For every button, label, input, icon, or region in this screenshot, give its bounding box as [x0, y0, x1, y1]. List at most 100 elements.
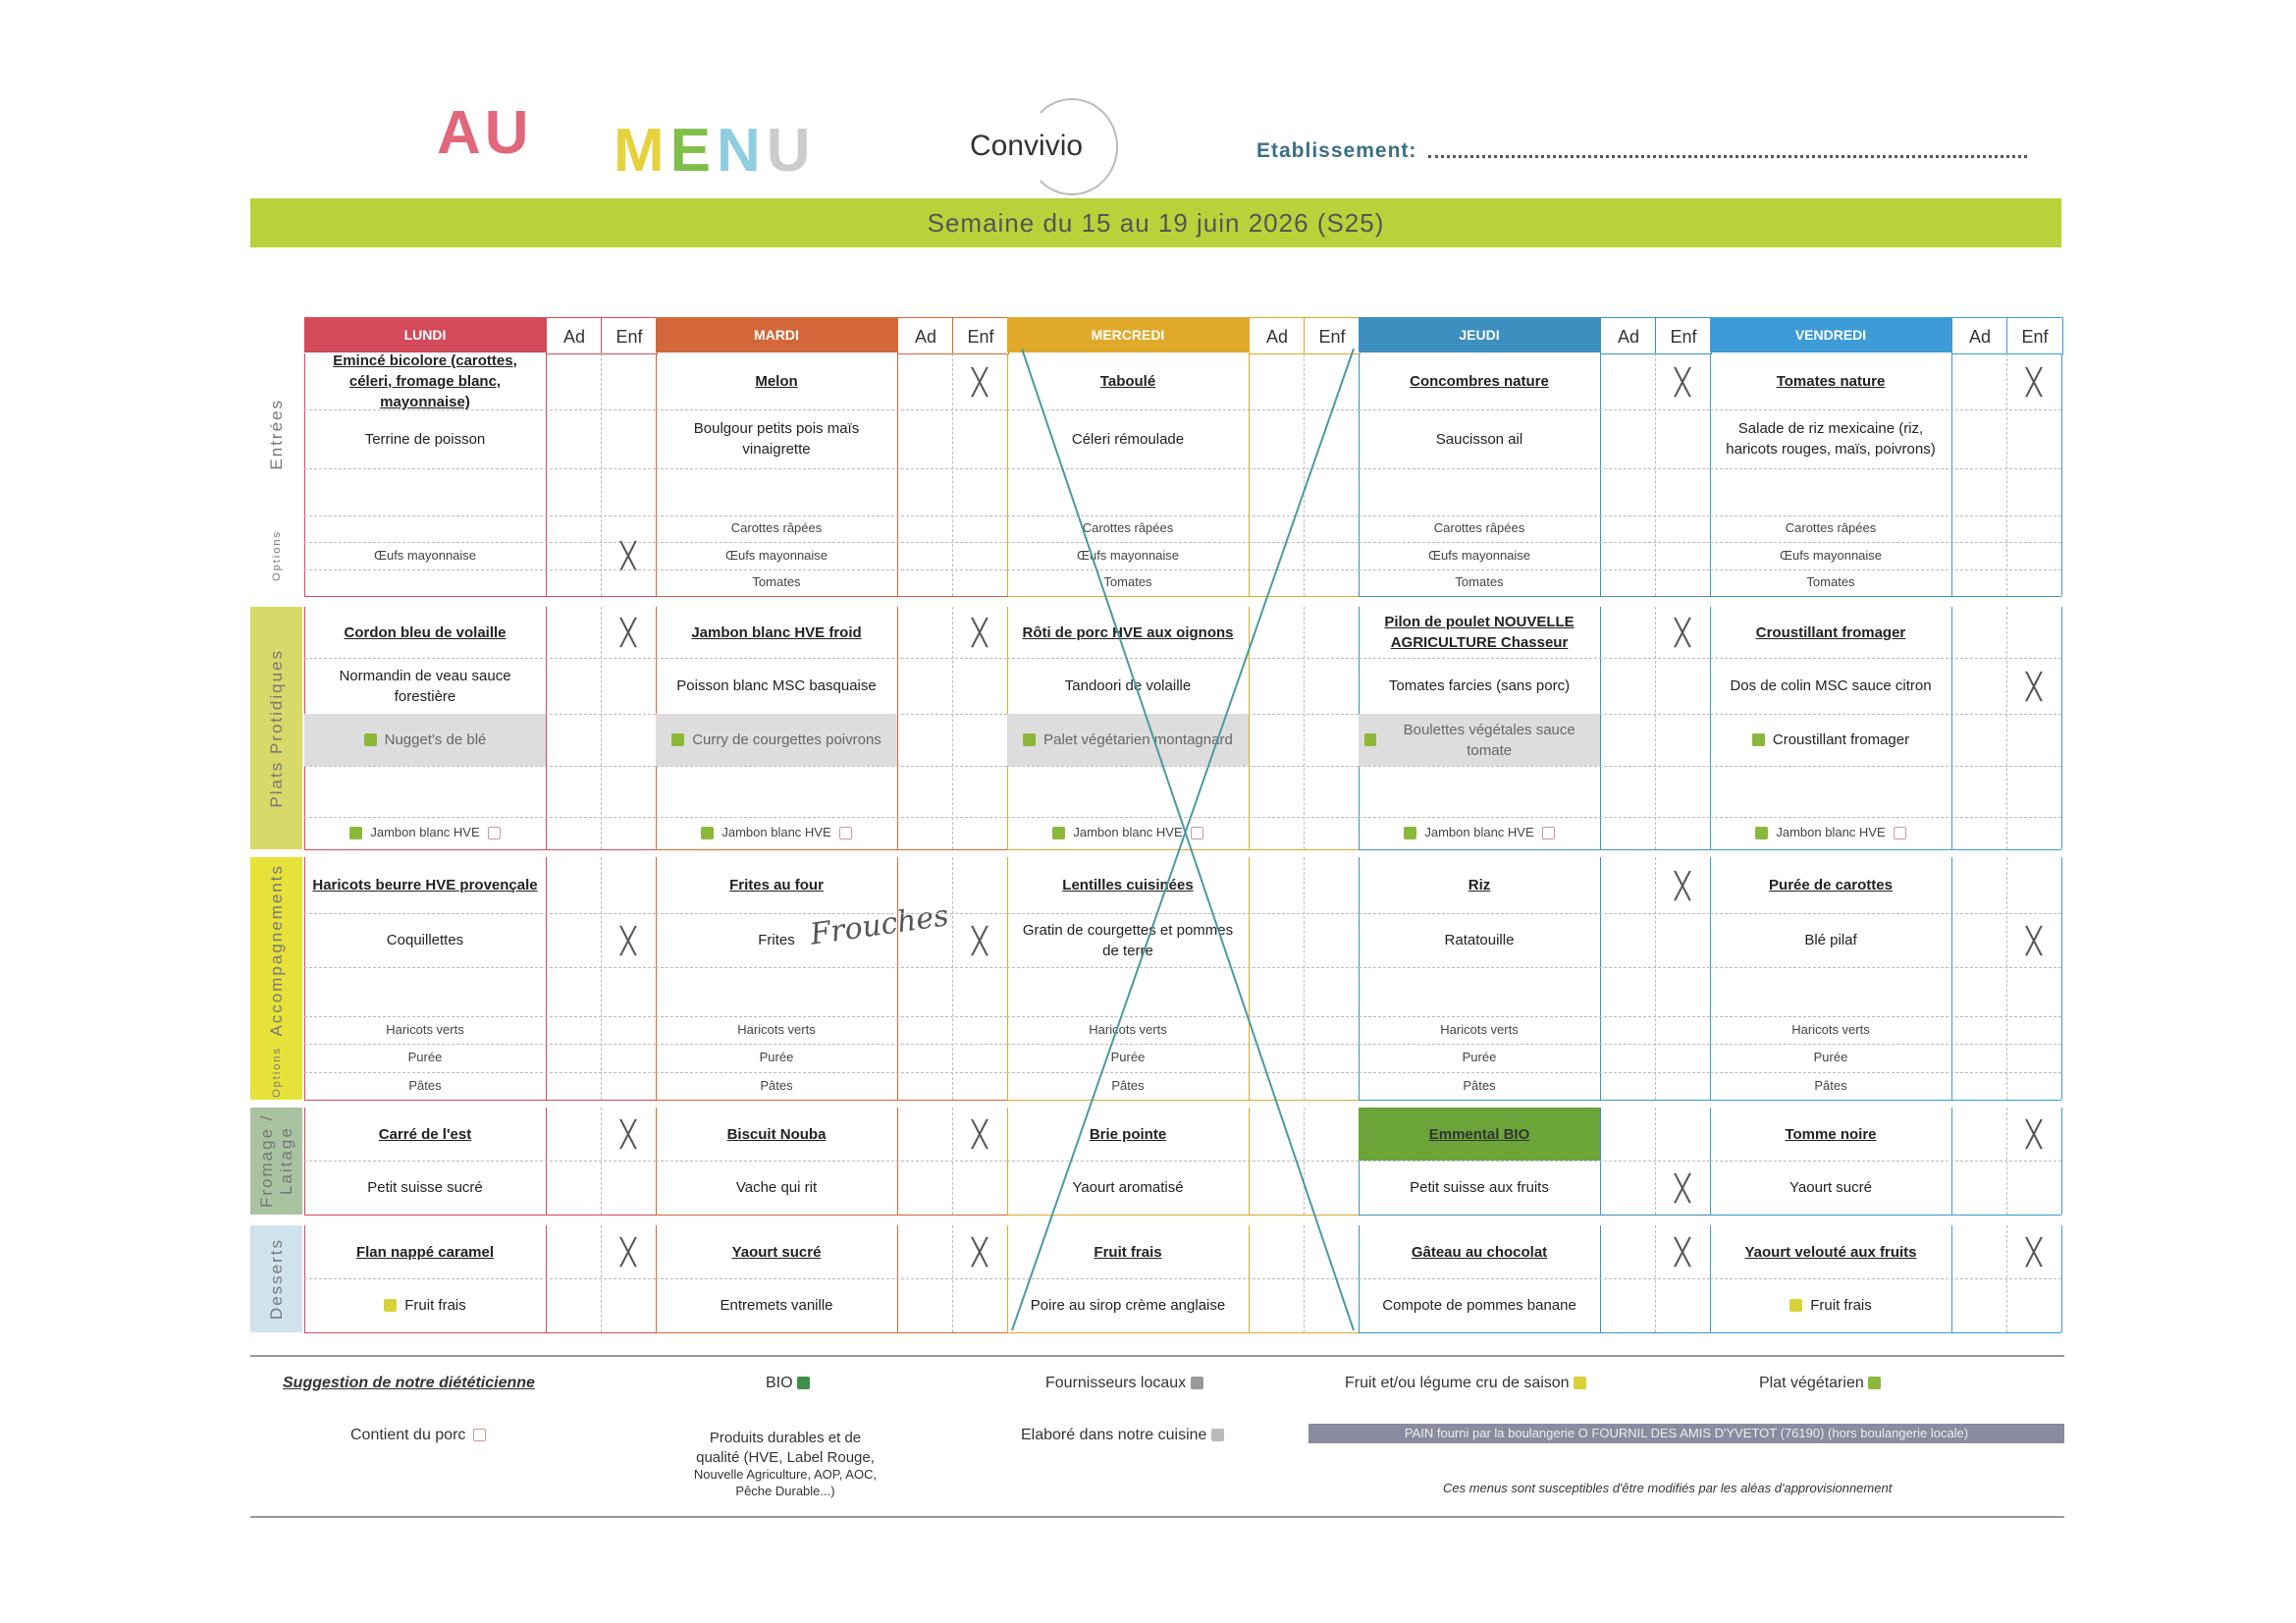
enf-checkbox-cell[interactable] — [2006, 607, 2061, 658]
enf-checkbox-cell[interactable] — [601, 967, 656, 1016]
ad-checkbox-cell[interactable] — [1249, 1278, 1304, 1332]
enf-checkbox-cell[interactable] — [952, 1072, 1007, 1100]
enf-checkbox-cell[interactable] — [2006, 1016, 2061, 1044]
enf-checkbox-cell[interactable] — [952, 1161, 1007, 1215]
ad-checkbox-cell[interactable] — [1249, 817, 1304, 849]
enf-checkbox-cell[interactable] — [2006, 515, 2061, 542]
enf-checkbox-cell[interactable]: ╳ — [601, 1225, 656, 1278]
ad-checkbox-cell[interactable] — [1951, 569, 2006, 596]
enf-checkbox-cell[interactable]: ╳ — [1655, 1225, 1710, 1278]
ad-checkbox-cell[interactable] — [897, 857, 952, 913]
ad-checkbox-cell[interactable] — [1600, 1225, 1655, 1278]
enf-checkbox-cell[interactable] — [601, 714, 656, 766]
ad-checkbox-cell[interactable] — [546, 857, 601, 913]
ad-checkbox-cell[interactable] — [546, 515, 601, 542]
ad-checkbox-cell[interactable] — [897, 817, 952, 849]
enf-checkbox-cell[interactable]: ╳ — [1655, 353, 1710, 409]
ad-checkbox-cell[interactable] — [1249, 1072, 1304, 1100]
enf-checkbox-cell[interactable] — [1304, 658, 1359, 714]
ad-checkbox-cell[interactable] — [1249, 353, 1304, 409]
ad-checkbox-cell[interactable] — [1600, 1044, 1655, 1072]
enf-checkbox-cell[interactable] — [601, 1278, 656, 1332]
enf-checkbox-cell[interactable] — [601, 817, 656, 849]
enf-checkbox-cell[interactable] — [1304, 468, 1359, 515]
ad-checkbox-cell[interactable] — [546, 607, 601, 658]
ad-checkbox-cell[interactable] — [1951, 468, 2006, 515]
ad-checkbox-cell[interactable] — [546, 1108, 601, 1161]
enf-checkbox-cell[interactable] — [952, 468, 1007, 515]
enf-checkbox-cell[interactable] — [1655, 1072, 1710, 1100]
ad-checkbox-cell[interactable] — [1951, 607, 2006, 658]
ad-checkbox-cell[interactable] — [1600, 658, 1655, 714]
ad-checkbox-cell[interactable] — [546, 1225, 601, 1278]
ad-checkbox-cell[interactable] — [1600, 353, 1655, 409]
ad-checkbox-cell[interactable] — [897, 658, 952, 714]
ad-checkbox-cell[interactable] — [897, 542, 952, 569]
enf-checkbox-cell[interactable] — [952, 1016, 1007, 1044]
ad-checkbox-cell[interactable] — [1249, 1016, 1304, 1044]
enf-checkbox-cell[interactable] — [1304, 607, 1359, 658]
enf-checkbox-cell[interactable] — [601, 1016, 656, 1044]
ad-checkbox-cell[interactable] — [546, 714, 601, 766]
ad-checkbox-cell[interactable] — [1951, 409, 2006, 468]
enf-checkbox-cell[interactable] — [601, 1044, 656, 1072]
enf-checkbox-cell[interactable] — [2006, 1278, 2061, 1332]
enf-checkbox-cell[interactable] — [952, 1278, 1007, 1332]
enf-checkbox-cell[interactable] — [601, 353, 656, 409]
ad-checkbox-cell[interactable] — [546, 817, 601, 849]
ad-checkbox-cell[interactable] — [546, 766, 601, 817]
enf-checkbox-cell[interactable] — [1304, 1016, 1359, 1044]
ad-checkbox-cell[interactable] — [1951, 658, 2006, 714]
ad-checkbox-cell[interactable] — [1249, 1225, 1304, 1278]
ad-checkbox-cell[interactable] — [1249, 569, 1304, 596]
enf-checkbox-cell[interactable]: ╳ — [952, 353, 1007, 409]
ad-checkbox-cell[interactable] — [546, 409, 601, 468]
enf-checkbox-cell[interactable]: ╳ — [601, 913, 656, 967]
enf-checkbox-cell[interactable]: ╳ — [952, 1225, 1007, 1278]
enf-checkbox-cell[interactable] — [601, 857, 656, 913]
enf-checkbox-cell[interactable]: ╳ — [1655, 607, 1710, 658]
enf-checkbox-cell[interactable] — [1304, 569, 1359, 596]
ad-checkbox-cell[interactable] — [897, 409, 952, 468]
ad-checkbox-cell[interactable] — [1600, 1161, 1655, 1215]
ad-checkbox-cell[interactable] — [1600, 607, 1655, 658]
enf-checkbox-cell[interactable] — [601, 766, 656, 817]
enf-checkbox-cell[interactable]: ╳ — [601, 1108, 656, 1161]
enf-checkbox-cell[interactable] — [2006, 817, 2061, 849]
enf-checkbox-cell[interactable] — [2006, 857, 2061, 913]
ad-checkbox-cell[interactable] — [1951, 913, 2006, 967]
ad-checkbox-cell[interactable] — [1951, 766, 2006, 817]
enf-checkbox-cell[interactable]: ╳ — [952, 1108, 1007, 1161]
enf-checkbox-cell[interactable] — [1304, 1108, 1359, 1161]
enf-checkbox-cell[interactable] — [2006, 714, 2061, 766]
enf-checkbox-cell[interactable] — [1655, 468, 1710, 515]
ad-checkbox-cell[interactable] — [1600, 1016, 1655, 1044]
enf-checkbox-cell[interactable] — [601, 658, 656, 714]
enf-checkbox-cell[interactable]: ╳ — [1655, 857, 1710, 913]
enf-checkbox-cell[interactable] — [952, 766, 1007, 817]
ad-checkbox-cell[interactable] — [1249, 607, 1304, 658]
enf-checkbox-cell[interactable] — [601, 409, 656, 468]
enf-checkbox-cell[interactable] — [952, 857, 1007, 913]
ad-checkbox-cell[interactable] — [897, 1072, 952, 1100]
ad-checkbox-cell[interactable] — [897, 766, 952, 817]
enf-checkbox-cell[interactable] — [2006, 569, 2061, 596]
enf-checkbox-cell[interactable] — [1655, 766, 1710, 817]
ad-checkbox-cell[interactable] — [546, 658, 601, 714]
enf-checkbox-cell[interactable] — [1304, 542, 1359, 569]
ad-checkbox-cell[interactable] — [546, 913, 601, 967]
enf-checkbox-cell[interactable] — [2006, 1072, 2061, 1100]
enf-checkbox-cell[interactable] — [1655, 913, 1710, 967]
enf-checkbox-cell[interactable] — [1304, 1225, 1359, 1278]
ad-checkbox-cell[interactable] — [1600, 817, 1655, 849]
ad-checkbox-cell[interactable] — [1951, 857, 2006, 913]
ad-checkbox-cell[interactable] — [1951, 1016, 2006, 1044]
ad-checkbox-cell[interactable] — [897, 714, 952, 766]
ad-checkbox-cell[interactable] — [1600, 569, 1655, 596]
ad-checkbox-cell[interactable] — [546, 1161, 601, 1215]
enf-checkbox-cell[interactable]: ╳ — [2006, 1225, 2061, 1278]
ad-checkbox-cell[interactable] — [897, 1278, 952, 1332]
enf-checkbox-cell[interactable] — [1655, 542, 1710, 569]
ad-checkbox-cell[interactable] — [546, 1072, 601, 1100]
ad-checkbox-cell[interactable] — [1951, 1044, 2006, 1072]
